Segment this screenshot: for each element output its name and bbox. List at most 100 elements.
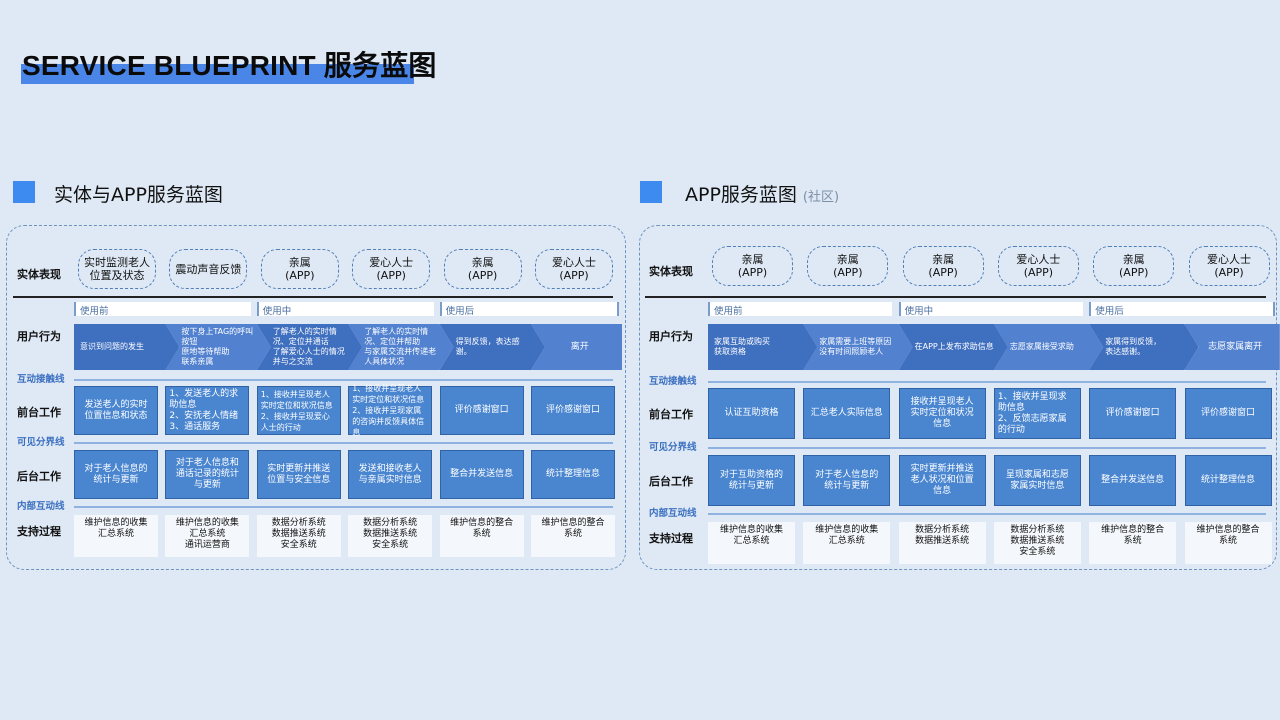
frontstage-box: 1、接收并呈现老人 实时定位和状况信息 2、接收并呈现爱心 人士的行动: [256, 386, 341, 435]
physical-evidence-pill: 爱心人士 (APP): [1188, 246, 1270, 286]
physical-evidence-pill: 爱心人士 (APP): [352, 249, 431, 289]
support-process-cell: 数据分析系统 数据推送系统 安全系统: [256, 515, 341, 557]
phase-bar: [708, 302, 893, 316]
visibility-line: [74, 442, 613, 444]
right-blueprint-panel: [639, 225, 1277, 570]
phase-bar: [439, 302, 619, 316]
phase-bar: [256, 302, 435, 316]
row-label-support: 支持过程: [17, 525, 61, 538]
frontstage-box: 评价感谢窗口: [439, 386, 524, 435]
phase-label: 使用中: [262, 306, 292, 317]
backstage-box: 对于老人信息的 统计与更新: [74, 450, 158, 499]
phase-bar: [74, 302, 252, 316]
frontstage-box: 接收并呈现老人 实时定位和状况 信息: [898, 388, 986, 439]
row-label-front: 前台工作: [17, 406, 61, 419]
support-process-cell: 维护信息的收集 汇总系统: [708, 522, 795, 564]
physical-evidence-pill: 爱心人士 (APP): [997, 246, 1079, 286]
interaction-line: [708, 381, 1266, 383]
backstage-box: 整合并发送信息: [439, 450, 524, 499]
frontstage-box: 评价感谢窗口: [531, 386, 615, 435]
user-action-arrow: 志愿家属离开: [1184, 324, 1280, 370]
row-label-user: 用户行为: [17, 330, 61, 343]
frontstage-box: 认证互助资格: [708, 388, 795, 439]
physical-evidence-pill: 实时监测老人 位置及状态: [78, 249, 156, 289]
frontstage-box: 评价感谢窗口: [1184, 388, 1272, 439]
row-label-physical: 实体表现: [17, 268, 61, 281]
visibility-line-label: 可见分界线: [17, 437, 65, 448]
physical-evidence-pill: 亲属 (APP): [443, 249, 522, 289]
frontstage-box: 发送老人的实时 位置信息和状态: [74, 386, 158, 435]
left-section-title: 实体与APP服务蓝图: [54, 184, 223, 206]
interaction-line: [74, 379, 613, 381]
visibility-line-label: 可见分界线: [649, 442, 697, 453]
physical-evidence-pill: 亲属 (APP): [260, 249, 339, 289]
visibility-line: [708, 447, 1266, 449]
right-section-subtitle: (社区): [802, 190, 840, 205]
physical-evidence-pill: 亲属 (APP): [712, 246, 793, 286]
user-action-arrow: 意识到问题的发生: [74, 324, 179, 370]
row-label-user: 用户行为: [649, 330, 693, 343]
right-section-title: APP服务蓝图 (社区): [685, 180, 839, 207]
right-section-title-text: APP服务蓝图: [685, 184, 797, 206]
phase-label: 使用后: [445, 306, 475, 317]
user-action-arrow: 在APP上发布求助信息: [899, 324, 1008, 370]
internal-line: [708, 513, 1266, 515]
internal-line: [74, 506, 613, 508]
backstage-box: 对于互助资格的 统计与更新: [708, 455, 795, 506]
physical-evidence-pill: 爱心人士 (APP): [535, 249, 613, 289]
phase-label: 使用后: [1095, 306, 1124, 317]
frontstage-box: 1、发送老人的求 助信息 2、安抚老人情绪 3、通话服务: [165, 386, 250, 435]
backstage-box: 对于老人信息和 通话记录的统计 与更新: [165, 450, 250, 499]
physical-evidence-pill: 亲属 (APP): [902, 246, 984, 286]
phase-label: 使用中: [904, 306, 934, 317]
frontstage-box: 1、接收并呈现求 助信息 2、反馈志愿家属 的行动: [993, 388, 1081, 439]
support-process-cell: 维护信息的整合 系统: [531, 515, 615, 557]
page-title: SERVICE BLUEPRINT 服务蓝图: [22, 50, 437, 81]
support-process-cell: 维护信息的整合 系统: [1089, 522, 1177, 564]
backstage-box: 对于老人信息的 统计与更新: [803, 455, 891, 506]
support-process-cell: 维护信息的收集 汇总系统 通讯运营商: [165, 515, 250, 557]
user-action-arrow: 了解老人的实时情况、定位并通话 了解爱心人士的情况并与之交流: [257, 324, 362, 370]
physical-evidence-pill: 震动声音反馈: [169, 249, 248, 289]
support-process-cell: 维护信息的收集 汇总系统: [803, 522, 891, 564]
backstage-box: 实时更新并推送 位置与安全信息: [256, 450, 341, 499]
backstage-box: 统计整理信息: [531, 450, 615, 499]
backstage-box: 呈现家属和志愿 家属实时信息: [993, 455, 1081, 506]
backstage-box: 发送和接收老人 与亲属实时信息: [348, 450, 433, 499]
left-section-square-icon: [13, 181, 35, 203]
backstage-box: 实时更新并推送 老人状况和位置 信息: [898, 455, 986, 506]
row-label-back: 后台工作: [649, 475, 693, 488]
internal-line-label: 内部互动线: [649, 508, 697, 519]
support-process-cell: 维护信息的整合 系统: [1184, 522, 1272, 564]
physical-divider-line: [13, 296, 613, 298]
support-process-cell: 数据分析系统 数据推送系统: [898, 522, 986, 564]
backstage-box: 整合并发送信息: [1089, 455, 1177, 506]
phase-label: 使用前: [80, 306, 109, 317]
user-action-arrow: 家属需要上班等原因 没有时间照顾老人: [803, 324, 912, 370]
frontstage-box: 评价感谢窗口: [1089, 388, 1177, 439]
row-label-back: 后台工作: [17, 470, 61, 483]
user-action-arrow: 离开: [531, 324, 623, 370]
frontstage-box: 汇总老人实际信息: [803, 388, 891, 439]
right-section-square-icon: [640, 181, 662, 203]
support-process-cell: 数据分析系统 数据推送系统 安全系统: [993, 522, 1081, 564]
support-process-cell: 数据分析系统 数据推送系统 安全系统: [348, 515, 433, 557]
interaction-line-label: 互动接触线: [649, 376, 697, 387]
user-action-arrow: 志愿家属接受求助: [994, 324, 1103, 370]
physical-evidence-pill: 亲属 (APP): [1093, 246, 1175, 286]
user-action-arrow: 家属互助或购买 获取资格: [708, 324, 817, 370]
row-label-support: 支持过程: [649, 532, 693, 545]
row-label-physical: 实体表现: [649, 265, 693, 278]
phase-bar: [898, 302, 1083, 316]
phase-label: 使用前: [714, 306, 743, 317]
user-action-arrow: 按下身上TAG的呼叫按钮 原地等待帮助 联系亲属: [165, 324, 270, 370]
left-blueprint-panel: [6, 225, 626, 570]
physical-divider-line: [645, 296, 1266, 298]
physical-evidence-pill: 亲属 (APP): [807, 246, 889, 286]
title-underline-bar: [21, 64, 414, 84]
user-action-arrow: 家属得到反馈， 表达感谢。: [1089, 324, 1198, 370]
internal-line-label: 内部互动线: [17, 501, 65, 512]
support-process-cell: 维护信息的收集 汇总系统: [74, 515, 158, 557]
phase-bar: [1089, 302, 1276, 316]
interaction-line-label: 互动接触线: [17, 374, 65, 385]
